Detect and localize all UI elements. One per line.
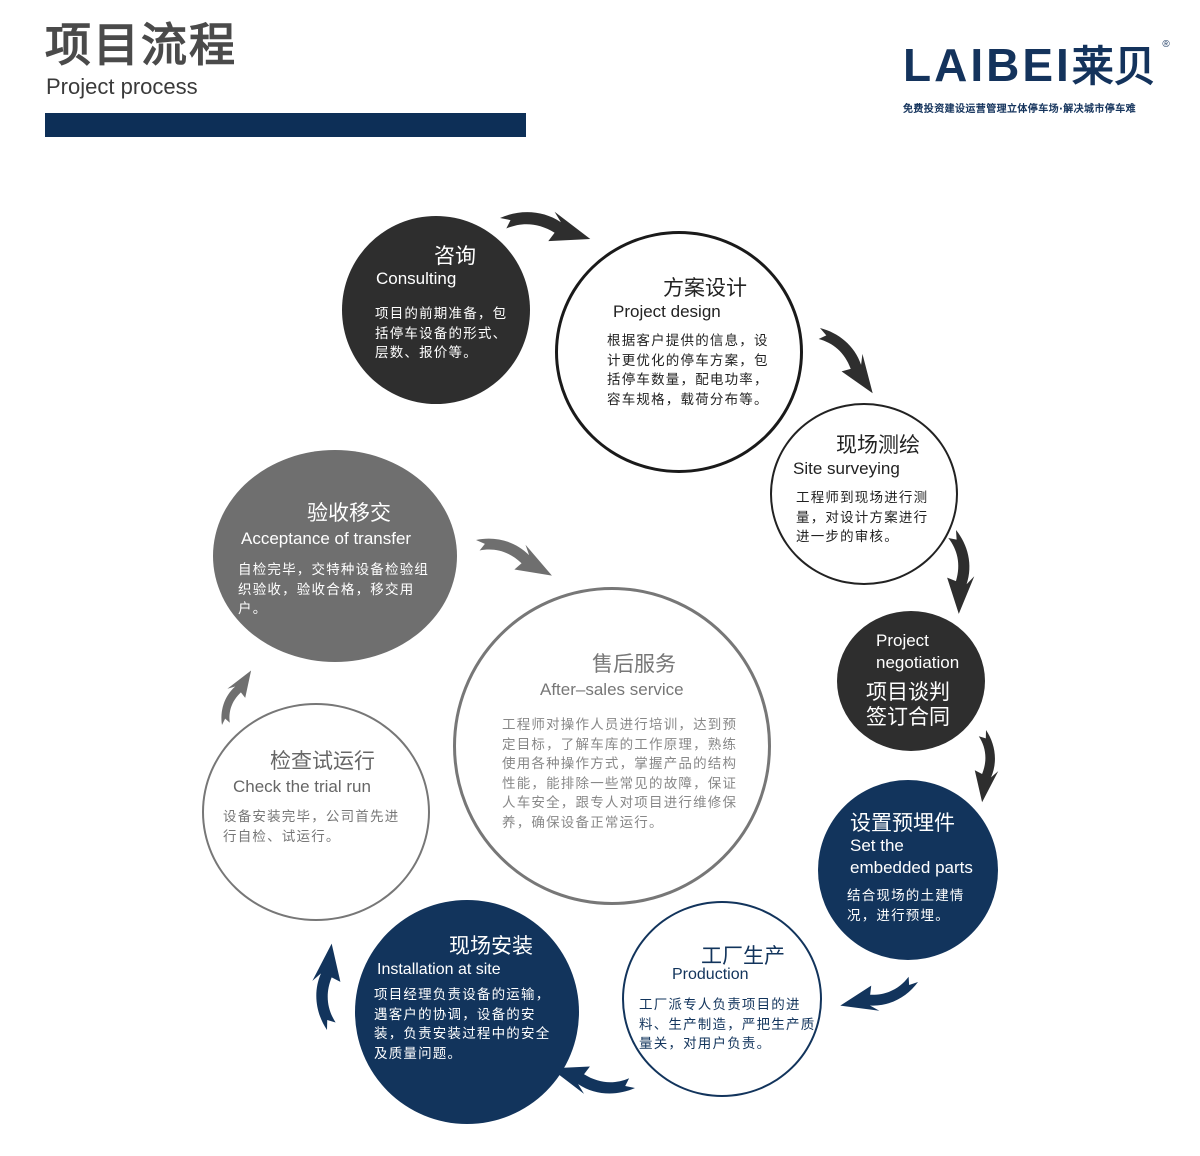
step-description: 项目经理负责设备的运输，遇客户的协调，设备的安装，负责安装过程中的安全及质量问题…	[374, 987, 551, 1062]
arrow-icon	[500, 211, 591, 242]
step-description: 工程师到现场进行测量，对设计方案进行进一步的审核。	[796, 490, 929, 545]
logo-text-en: LAIBEI	[903, 39, 1072, 91]
title-underline-bar	[45, 113, 526, 137]
step-title-cn: 现场安装	[449, 934, 533, 958]
step-description: 设备安装完毕，公司首先进行自检、试运行。	[223, 809, 400, 845]
step-title-cn: 现场测绘	[836, 433, 920, 457]
step-description: 项目的前期准备，包括停车设备的形式、层数、报价等。	[375, 306, 508, 361]
page-subtitle: Project process	[46, 74, 198, 99]
arrow-icon	[968, 729, 1004, 803]
step-description: 自检完毕，交特种设备检验组织验收，验收合格，移交用户。	[238, 562, 430, 617]
step-trial-run: 检查试运行 Check the trial run 设备安装完毕，公司首先进行自…	[202, 703, 430, 921]
step-title-en: Site surveying	[793, 459, 900, 478]
step-project-negotiation: Project negotiation 项目谈判 签订合同	[837, 611, 985, 751]
step-title-en: Acceptance of transfer	[241, 529, 412, 548]
step-production: 工厂生产 Production 工厂派专人负责项目的进料、生产制造，严把生产质量…	[622, 901, 822, 1097]
step-title-cn: 验收移交	[307, 501, 391, 525]
step-title-en: Production	[672, 966, 749, 983]
step-consulting: 咨询 Consulting 项目的前期准备，包括停车设备的形式、层数、报价等。	[342, 216, 530, 404]
step-title-cn: 设置预埋件	[850, 811, 955, 835]
step-project-design: 方案设计 Project design 根据客户提供的信息，设计更优化的停车方案…	[555, 231, 803, 473]
brand-slogan: 免费投资建设运营管理立体停车场·解决城市停车难	[903, 104, 1136, 115]
step-description: 结合现场的土建情况，进行预埋。	[847, 888, 965, 924]
step-title-en: Check the trial run	[233, 777, 371, 796]
step-site-surveying: 现场测绘 Site surveying 工程师到现场进行测量，对设计方案进行进一…	[770, 403, 958, 585]
step-title-en-line1: Project	[876, 631, 929, 650]
step-title-en: Installation at site	[377, 961, 501, 978]
arrow-icon	[217, 665, 253, 729]
logo-text-cn: 莱贝	[1071, 42, 1156, 91]
step-title-cn: 工厂生产	[701, 944, 785, 968]
arrow-icon	[550, 1066, 635, 1094]
step-title-cn-line2: 签订合同	[866, 705, 950, 729]
step-after-sales: 售后服务 After–sales service 工程师对操作人员进行培训，达到…	[453, 587, 771, 905]
step-title-cn: 检查试运行	[270, 749, 375, 773]
step-title-cn: 咨询	[434, 244, 476, 268]
step-title-en-line2: embedded parts	[850, 858, 973, 877]
step-title-en: Consulting	[376, 269, 457, 288]
step-title-en-line1: Set the	[850, 836, 904, 855]
registered-mark: ®	[1162, 39, 1170, 50]
step-description: 根据客户提供的信息，设计更优化的停车方案，包括停车数量，配电功率，容车规格，载荷…	[607, 333, 769, 408]
arrow-icon	[471, 534, 558, 578]
step-embedded-parts: 设置预埋件 Set the embedded parts 结合现场的土建情况，进…	[818, 780, 998, 960]
page-title: 项目流程	[45, 18, 237, 72]
step-title-cn: 售后服务	[592, 652, 676, 676]
step-description: 工程师对操作人员进行培训，达到预定目标，了解车库的工作原理，熟练使用各种操作方式…	[502, 717, 738, 831]
brand-logo: LAIBEI莱贝 ®	[903, 39, 1170, 91]
arrow-icon	[839, 964, 921, 1027]
arrow-icon	[306, 943, 349, 1032]
step-description: 工厂派专人负责项目的进料、生产制造，严把生产质量关，对用户负责。	[639, 997, 816, 1052]
step-title-en-line2: negotiation	[876, 653, 960, 672]
arrow-icon	[807, 323, 888, 395]
step-acceptance: 验收移交 Acceptance of transfer 自检完毕，交特种设备检验…	[213, 450, 457, 662]
step-title-en: After–sales service	[540, 680, 684, 699]
step-title-cn-line1: 项目谈判	[866, 680, 950, 704]
step-title-cn: 方案设计	[663, 276, 747, 300]
step-installation: 现场安装 Installation at site 项目经理负责设备的运输，遇客…	[355, 900, 579, 1124]
step-title-en: Project design	[613, 302, 721, 321]
